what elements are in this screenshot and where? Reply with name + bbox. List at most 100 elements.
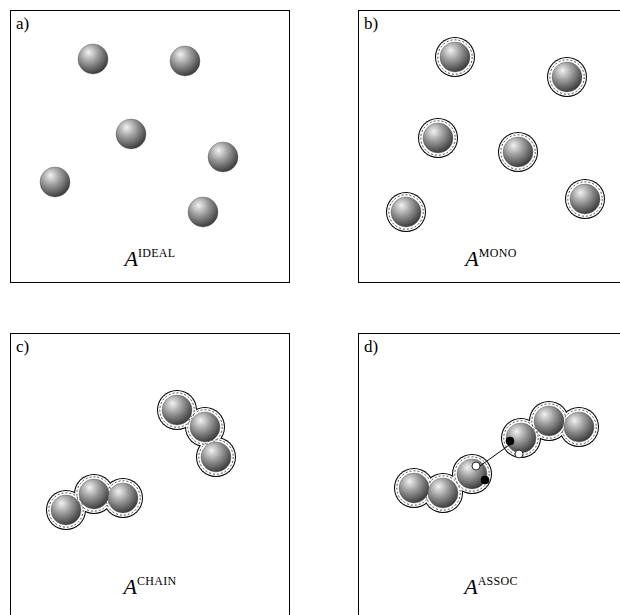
segment-shell-fill bbox=[548, 58, 586, 96]
segment-sphere bbox=[190, 412, 220, 442]
segment-shell bbox=[435, 37, 475, 77]
segment-dashed-ring bbox=[532, 404, 566, 438]
symbol-base: A bbox=[124, 574, 137, 599]
molecule bbox=[170, 46, 200, 76]
symbol-label: AMONO bbox=[359, 246, 620, 272]
molecule bbox=[116, 119, 146, 149]
segment-sphere bbox=[506, 423, 536, 453]
segment-sphere bbox=[162, 395, 192, 425]
segment-dashed-ring bbox=[504, 421, 538, 455]
segment-dashed-ring bbox=[501, 135, 535, 169]
segment-dashed-ring bbox=[188, 410, 222, 444]
segment-sphere bbox=[79, 479, 109, 509]
symbol-superscript: MONO bbox=[479, 246, 517, 260]
segment-dashed-ring bbox=[77, 477, 111, 511]
segment-sphere bbox=[108, 483, 138, 513]
segment-dashed-ring bbox=[562, 410, 596, 444]
segment-dashed-ring bbox=[106, 481, 140, 515]
molecule bbox=[78, 44, 108, 74]
segment-sphere bbox=[170, 46, 200, 76]
segment-sphere bbox=[570, 184, 600, 214]
segment-sphere bbox=[564, 412, 594, 442]
segment-shell bbox=[386, 192, 426, 232]
segment-sphere bbox=[188, 197, 218, 227]
illustration-panel: d) AASSOC bbox=[358, 333, 620, 615]
molecule bbox=[157, 390, 236, 477]
symbol-superscript: IDEAL bbox=[138, 246, 176, 260]
segment-shell bbox=[547, 57, 587, 97]
symbol-superscript: ASSOC bbox=[478, 574, 518, 588]
illustration-panel: b) AMONO bbox=[358, 10, 620, 283]
illustration-panel: c) ACHAIN bbox=[10, 333, 290, 615]
segment-shell-fill bbox=[499, 133, 537, 171]
segment-sphere bbox=[116, 119, 146, 149]
segment-sphere bbox=[428, 478, 458, 508]
segment-shell-fill bbox=[566, 180, 604, 218]
segment-sphere bbox=[552, 62, 582, 92]
symbol-base: A bbox=[465, 246, 478, 271]
molecule bbox=[394, 454, 492, 513]
molecule bbox=[208, 142, 238, 172]
molecule bbox=[498, 132, 538, 172]
segment-shell-fill bbox=[453, 455, 491, 493]
segment-dashed-ring bbox=[438, 40, 472, 74]
segment-sphere bbox=[440, 42, 470, 72]
segment-dashed-ring bbox=[421, 121, 455, 155]
molecule bbox=[547, 57, 587, 97]
association-site bbox=[506, 437, 514, 445]
segment-sphere bbox=[503, 137, 533, 167]
segment-dashed-ring bbox=[389, 195, 423, 229]
association-site bbox=[481, 476, 489, 484]
segment-shell-fill bbox=[104, 479, 142, 517]
symbol-label: AIDEAL bbox=[11, 246, 289, 272]
segment-shell bbox=[498, 132, 538, 172]
molecule bbox=[188, 197, 218, 227]
segment-shell bbox=[418, 118, 458, 158]
bond-line bbox=[480, 443, 512, 466]
molecule-group bbox=[394, 401, 599, 513]
molecule-group bbox=[46, 390, 236, 530]
panel-label: a) bbox=[16, 14, 29, 34]
symbol-superscript: CHAIN bbox=[137, 574, 177, 588]
panel-label: d) bbox=[364, 337, 378, 357]
illustration-panel: a) AIDEAL bbox=[10, 10, 290, 283]
segment-dashed-ring bbox=[426, 476, 460, 510]
segment-sphere bbox=[534, 406, 564, 436]
segment-dashed-ring bbox=[550, 60, 584, 94]
segment-shell-fill bbox=[387, 193, 425, 231]
segment-sphere bbox=[457, 459, 487, 489]
segment-shell-fill bbox=[560, 408, 598, 446]
segment-shell-fill bbox=[436, 38, 474, 76]
molecule bbox=[501, 401, 599, 458]
molecule bbox=[435, 37, 475, 77]
molecule bbox=[418, 118, 458, 158]
molecule bbox=[565, 179, 605, 219]
segment-dashed-ring bbox=[160, 393, 194, 427]
panel-label: b) bbox=[364, 14, 378, 34]
segment-shell-fill bbox=[419, 119, 457, 157]
segment-shell bbox=[565, 179, 605, 219]
segment-dashed-ring bbox=[49, 493, 83, 527]
segment-sphere bbox=[399, 473, 429, 503]
segment-sphere bbox=[78, 44, 108, 74]
association-bond bbox=[472, 437, 523, 484]
molecule-group bbox=[386, 37, 605, 232]
association-site bbox=[472, 462, 480, 470]
panel-label: c) bbox=[16, 337, 29, 357]
segment-dashed-ring bbox=[397, 471, 431, 505]
molecule bbox=[386, 192, 426, 232]
segment-sphere bbox=[423, 123, 453, 153]
molecule-group bbox=[40, 44, 238, 227]
molecule bbox=[46, 474, 143, 530]
segment-sphere bbox=[201, 442, 231, 472]
symbol-label: AASSOC bbox=[359, 574, 620, 600]
symbol-base: A bbox=[125, 246, 138, 271]
symbol-label: ACHAIN bbox=[11, 574, 289, 600]
segment-sphere bbox=[40, 167, 70, 197]
segment-dashed-ring bbox=[568, 182, 602, 216]
association-site bbox=[515, 450, 523, 458]
segment-sphere bbox=[51, 495, 81, 525]
segment-dashed-ring bbox=[199, 440, 233, 474]
segment-sphere bbox=[208, 142, 238, 172]
